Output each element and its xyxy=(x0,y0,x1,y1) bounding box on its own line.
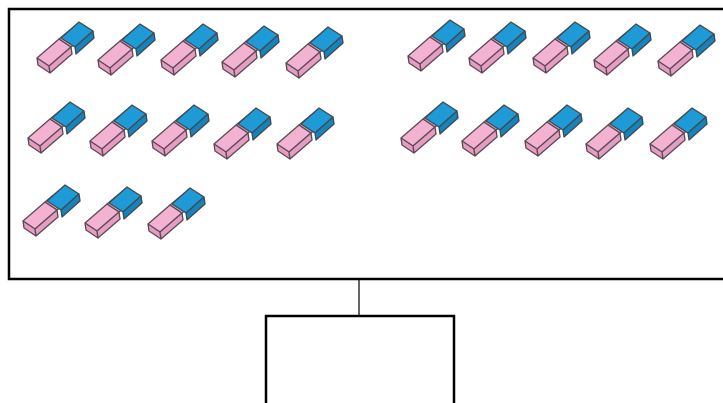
eraser-icon xyxy=(532,21,591,74)
answer-box xyxy=(264,314,456,403)
right-group xyxy=(400,19,716,160)
eraser-icon xyxy=(151,104,210,157)
eraser-icon xyxy=(524,104,583,157)
eraser-icon xyxy=(27,101,86,154)
eraser-icon xyxy=(213,107,272,160)
eraser-icon xyxy=(461,104,520,157)
eraser-icon xyxy=(285,26,344,79)
eraser-icon xyxy=(276,107,335,160)
eraser-icon xyxy=(649,107,708,160)
eraser-icon xyxy=(593,23,652,76)
eraser-icon xyxy=(400,101,459,154)
eraser-icon xyxy=(147,187,206,240)
eraser-icon xyxy=(468,21,527,74)
eraser-icon xyxy=(89,104,148,157)
eraser-icon xyxy=(221,25,280,78)
eraser-icon xyxy=(657,24,716,77)
eraser-icon xyxy=(585,107,644,160)
eraser-container-box xyxy=(7,7,723,281)
eraser-icon xyxy=(84,186,143,239)
left-group xyxy=(22,21,344,240)
eraser-icon xyxy=(97,23,156,76)
eraser-icon xyxy=(22,184,81,237)
eraser-icon xyxy=(160,23,219,76)
eraser-icon xyxy=(407,19,466,72)
eraser-icon xyxy=(36,21,95,74)
